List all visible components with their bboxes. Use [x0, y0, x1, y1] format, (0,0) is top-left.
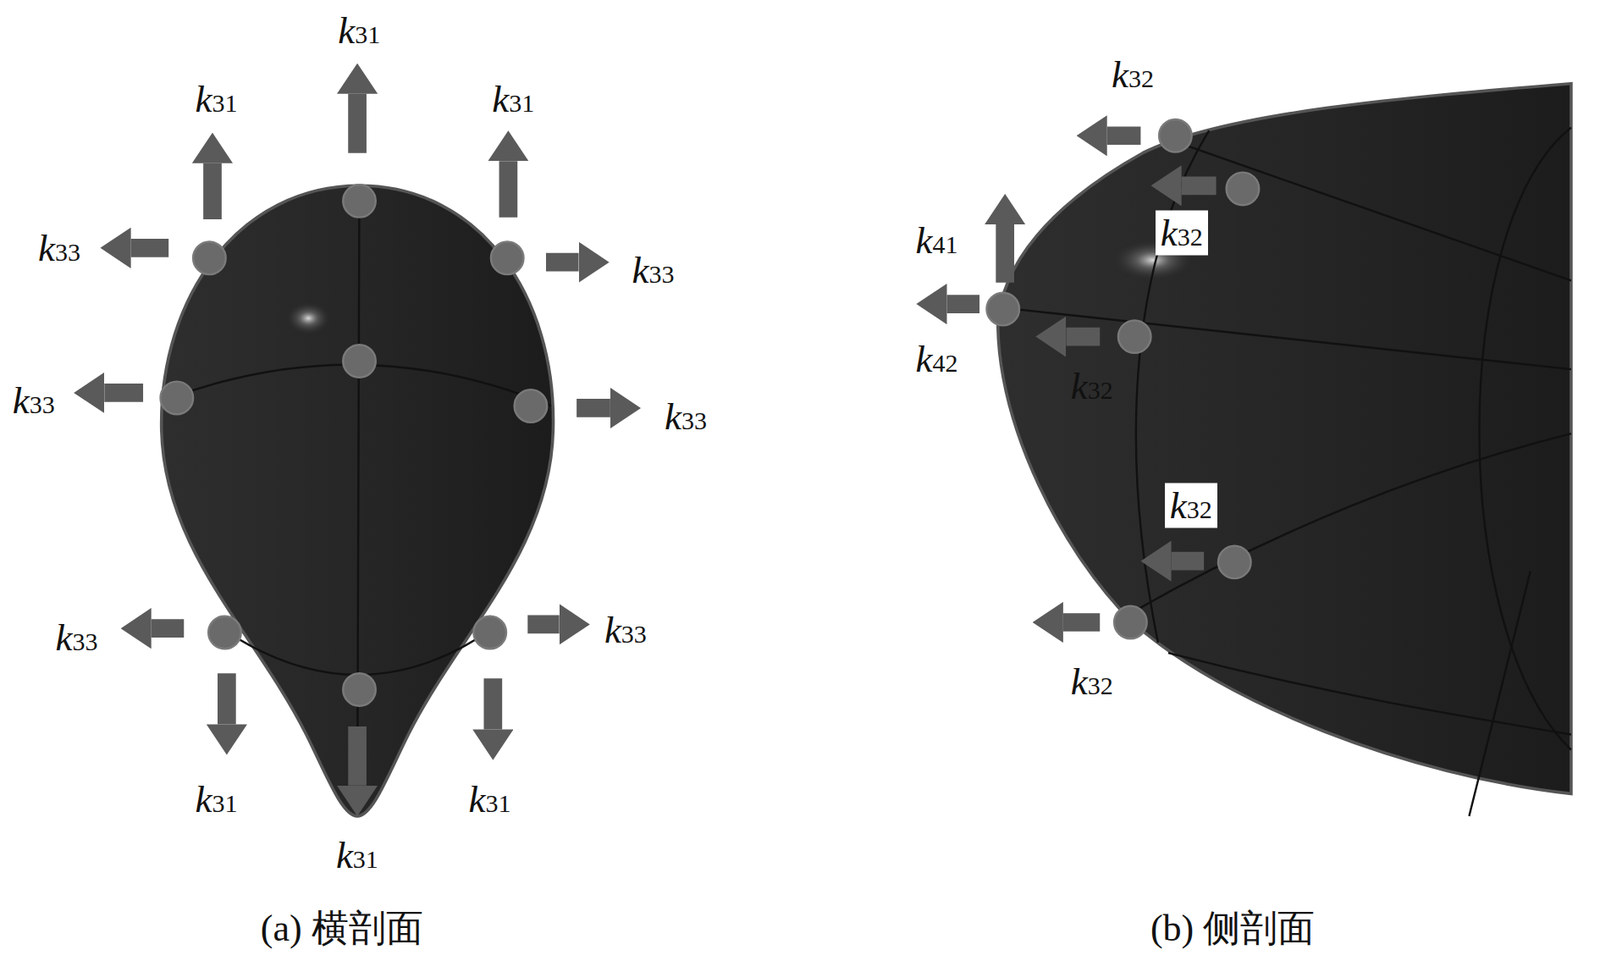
stiffness-label: k32: [1111, 55, 1154, 94]
subfigure-caption: (a) 横剖面: [260, 910, 424, 948]
stiffness-label: k31: [337, 11, 381, 50]
stiffness-label: k31: [195, 779, 238, 818]
stiffness-label: k32: [1070, 366, 1114, 405]
stiffness-label: k33: [664, 397, 707, 436]
stiffness-label: k42: [915, 340, 959, 379]
stiffness-label: k41: [915, 221, 959, 260]
stiffness-label: k33: [12, 380, 56, 420]
stiffness-label: k31: [491, 79, 535, 118]
stiffness-label: k31: [468, 779, 512, 818]
stiffness-label: k31: [336, 836, 379, 875]
stiffness-label: k33: [55, 618, 98, 657]
stiffness-label: k33: [604, 610, 647, 649]
stiffness-label: k32: [1164, 482, 1218, 528]
stiffness-label: k33: [38, 228, 81, 267]
stiffness-label: k32: [1070, 662, 1114, 701]
stiffness-label: k32: [1155, 209, 1209, 255]
stiffness-label: k33: [631, 251, 674, 290]
stiffness-label: k31: [195, 79, 238, 118]
subfigure-caption: (b) 侧剖面: [1150, 910, 1315, 948]
